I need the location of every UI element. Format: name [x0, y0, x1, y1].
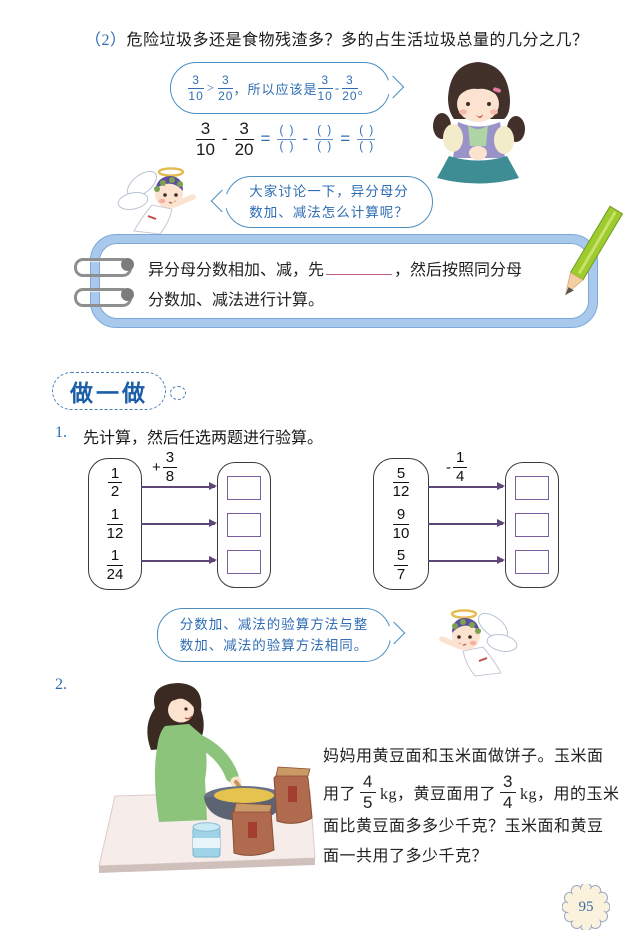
bubble-text-line2: 数加、减法怎么计算呢？ [249, 205, 409, 220]
bubble-tail-icon [381, 75, 405, 99]
problem-1-instruction: 先计算，然后任选两题进行验算。 [83, 430, 324, 447]
notebook-inner-card: 异分母分数相加、减，先，然后按照同分母 分数加、减法进行计算。 [99, 243, 589, 319]
question-2-header: （2）危险垃圾多还是食物残渣多？多的占生活垃圾总量的几分之几？ [85, 26, 589, 50]
bubble-text-line1: 分数加、减法的验算方法与整 [179, 617, 369, 632]
answer-box[interactable] [515, 550, 549, 574]
flow-arrow-icon [428, 519, 505, 527]
girl-character-illustration [433, 62, 525, 184]
answer-box[interactable] [227, 513, 261, 537]
period: 。 [357, 81, 372, 97]
page-number: 95 [578, 898, 594, 915]
equals-sign: = [260, 129, 271, 149]
plus-sign: + [152, 458, 161, 476]
minus-sign: - [221, 129, 228, 149]
answer-box[interactable] [515, 476, 549, 500]
minus-sign: - [334, 80, 341, 95]
answer-box-group-left [217, 462, 271, 588]
answer-box[interactable] [227, 476, 261, 500]
greater-than-sign: > [206, 80, 216, 95]
story-line4: 面一共用了多少千克？ [323, 848, 489, 865]
answer-box[interactable] [515, 513, 549, 537]
page-number-badge: 95 [561, 882, 611, 932]
story-line3: 面比黄豆面多多少千克？玉米面和黄豆 [323, 818, 604, 835]
flow-arrow-icon [141, 519, 217, 527]
blank-fraction-field[interactable]: ( )( ) [315, 125, 334, 154]
summary-notebook-panel: 异分母分数相加、减，先，然后按照同分母 分数加、减法进行计算。 [90, 234, 598, 328]
cooking-scene-illustration [98, 683, 316, 873]
scallop-badge-icon [561, 882, 611, 932]
problem-1-instruction-row: 1. 先计算，然后任选两题进行验算。 [55, 424, 323, 448]
section-title-badge: 做一做 [52, 372, 186, 410]
summary-text: 异分母分数相加、减，先，然后按照同分母 分数加、减法进行计算。 [148, 256, 522, 316]
discussion-speech-bubble: 大家讨论一下，异分母分 数加、减法怎么计算呢？ [210, 176, 433, 228]
check-method-speech-bubble: 分数加、减法的验算方法与整 数加、减法的验算方法相同。 [157, 608, 406, 662]
bubble-text: ，所以应该是 [233, 81, 318, 97]
equals-sign: = [340, 129, 351, 149]
summary-line1: 异分母分数相加、减，先，然后按照同分母 [148, 260, 523, 279]
answer-box[interactable] [227, 550, 261, 574]
bubble-text-line2: 数加、减法的验算方法相同。 [179, 638, 369, 653]
minus-sign: - [302, 129, 309, 149]
minus-sign: - [446, 458, 451, 476]
problem-1-number: 1. [55, 424, 67, 441]
section-title: 做一做 [70, 381, 148, 406]
flow-arrow-icon [141, 556, 217, 564]
fill-in-blank[interactable] [326, 260, 393, 275]
blank-fraction-field[interactable]: ( )( ) [277, 125, 296, 154]
flow-arrow-icon [428, 556, 505, 564]
angel-character-illustration [439, 609, 518, 677]
flow-arrow-icon [428, 482, 505, 490]
bubble-text-line1: 大家讨论一下，异分母分 [249, 184, 409, 199]
binder-ring-icon [74, 288, 134, 307]
summary-line2: 分数加、减法进行计算。 [148, 292, 325, 309]
bubble-tail-icon [210, 189, 234, 213]
question-number-label: （2） [85, 32, 127, 49]
binder-ring-icon [74, 258, 134, 277]
angel-character-illustration [117, 167, 196, 235]
answer-box-group-right [505, 462, 559, 588]
question-text: 危险垃圾多还是食物残渣多？多的占生活垃圾总量的几分之几？ [126, 32, 589, 49]
bubble-tail-icon [382, 621, 406, 645]
flow-arrow-icon [141, 482, 217, 490]
problem-2-number: 2. [55, 676, 67, 693]
blank-fraction-field[interactable]: ( )( ) [357, 125, 376, 154]
pencil-icon [564, 205, 624, 296]
story-line1: 妈妈用黄豆面和玉米面做饼子。玉米面 [323, 748, 604, 765]
